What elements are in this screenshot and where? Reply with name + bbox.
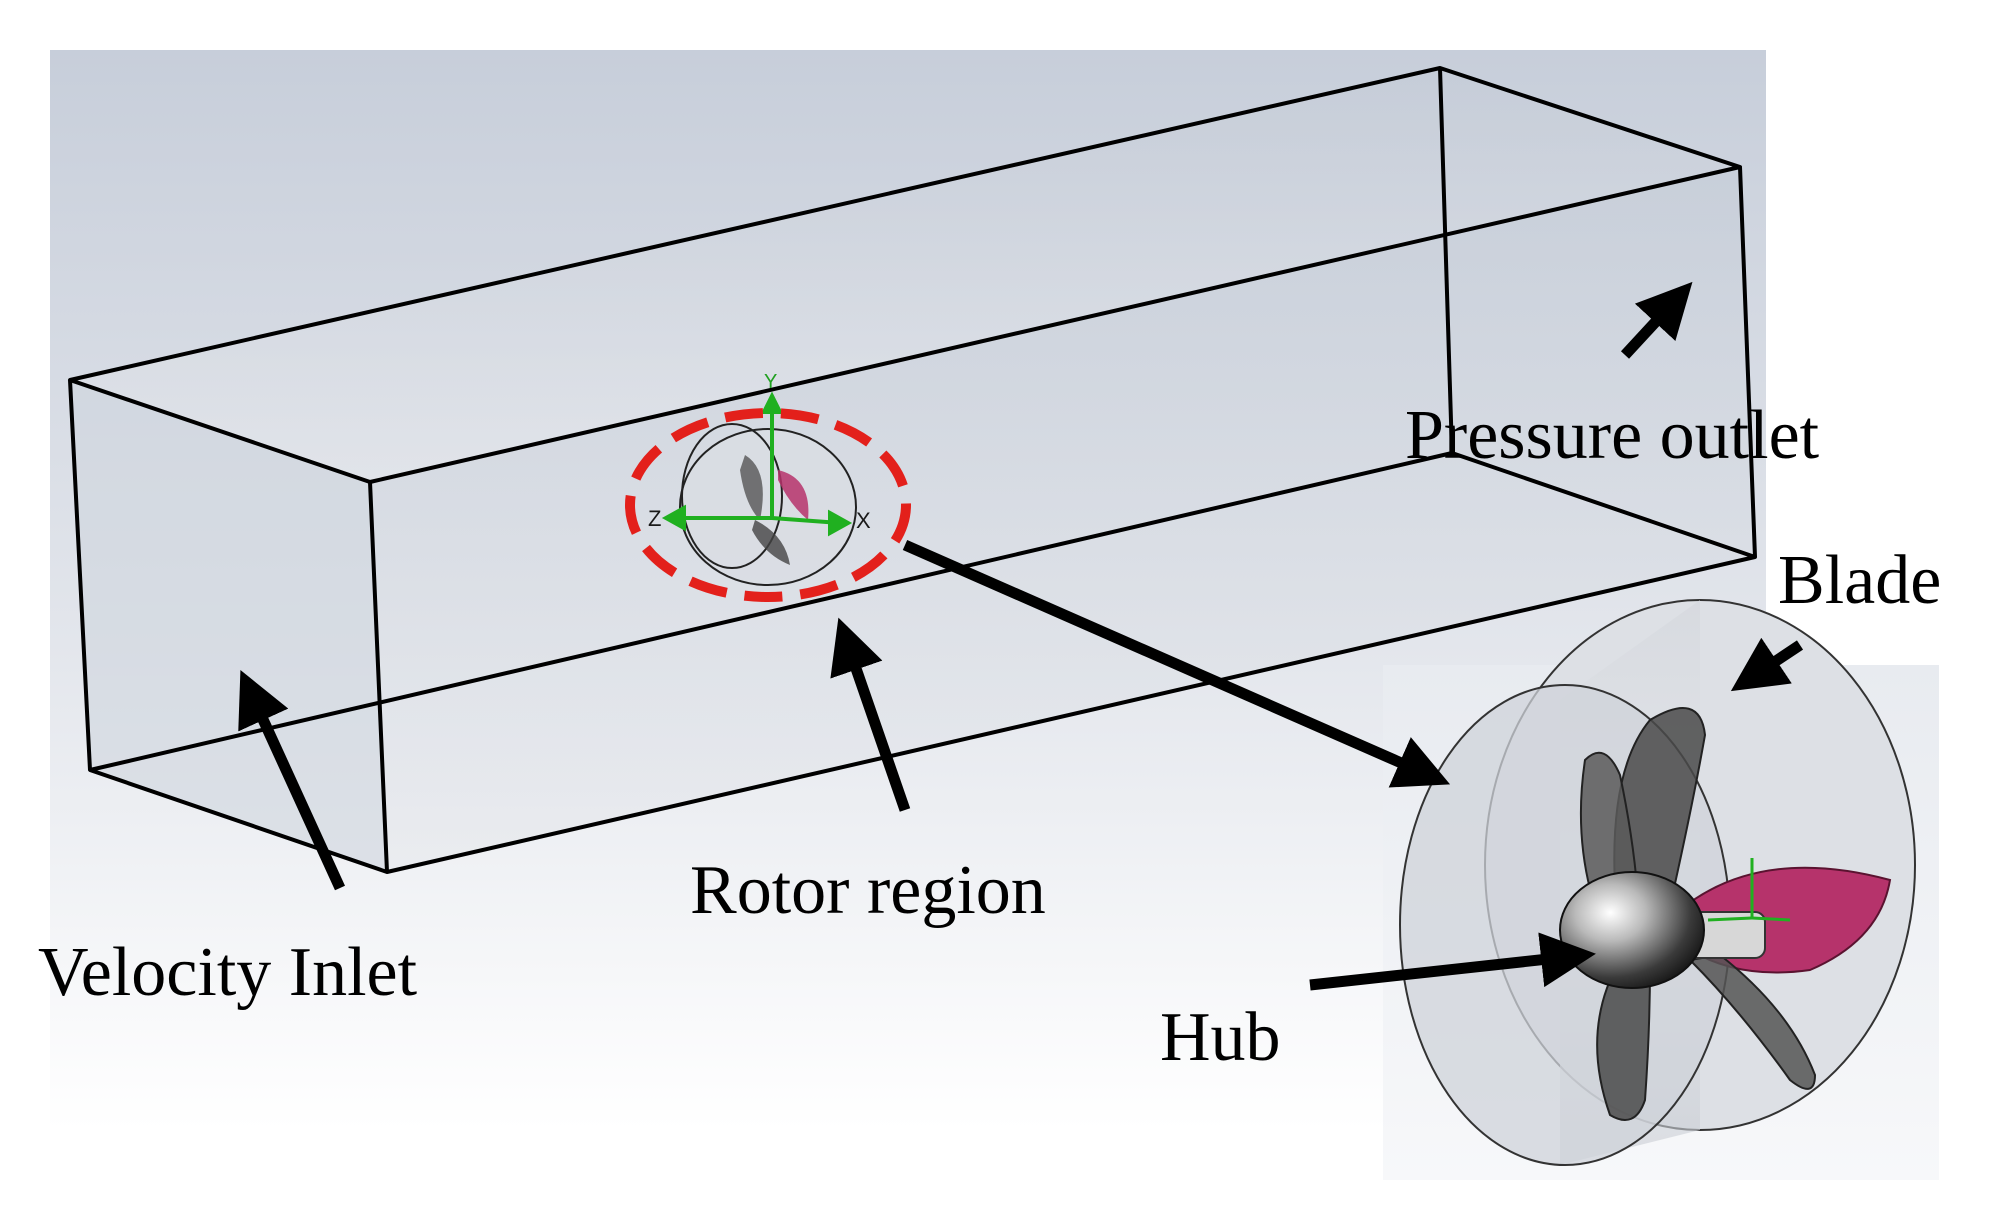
box-top-face bbox=[70, 68, 1740, 482]
arrow-rotor-to-inset bbox=[902, 539, 1451, 788]
box-edges bbox=[68, 66, 1757, 874]
blade-lower-right bbox=[1687, 953, 1817, 1090]
rotor-blade-small-2 bbox=[778, 470, 809, 520]
rotor-cylinder-small bbox=[679, 428, 857, 586]
rotor-cylinder-small-back bbox=[681, 423, 783, 569]
hub-body bbox=[1559, 871, 1705, 989]
rotor-blade-small bbox=[740, 455, 763, 520]
axis-label-z: Z bbox=[648, 506, 661, 531]
rotor-region-highlight bbox=[625, 408, 911, 602]
box-inlet-face bbox=[70, 380, 387, 872]
arrow-rotor-region bbox=[830, 617, 911, 812]
arrow-blade bbox=[1730, 637, 1804, 692]
annotation-arrows bbox=[238, 281, 1804, 991]
rotor-blade-small-3 bbox=[752, 520, 790, 565]
label-rotor-region: Rotor region bbox=[690, 852, 1046, 929]
box-front-face bbox=[370, 167, 1755, 872]
label-blade: Blade bbox=[1778, 542, 1941, 619]
axis-label-y: Y bbox=[764, 371, 777, 393]
label-hub: Hub bbox=[1160, 999, 1281, 1076]
rotor-region-small: Y X Z bbox=[625, 371, 911, 602]
coordinate-triad-icon bbox=[661, 391, 853, 537]
label-velocity-inlet: Velocity Inlet bbox=[38, 934, 418, 1011]
arrow-pressure-outlet bbox=[1620, 281, 1693, 359]
label-pressure-outlet: Pressure outlet bbox=[1405, 397, 1820, 474]
blade-lower-left bbox=[1596, 958, 1652, 1121]
inset-coordinate-triad-icon bbox=[1707, 858, 1791, 922]
arrow-hub bbox=[1309, 932, 1596, 991]
computational-domain-box bbox=[68, 66, 1757, 874]
axis-label-x: X bbox=[856, 508, 871, 533]
arrow-velocity-inlet bbox=[238, 669, 346, 891]
rotor-detail-inset bbox=[1383, 599, 1939, 1180]
